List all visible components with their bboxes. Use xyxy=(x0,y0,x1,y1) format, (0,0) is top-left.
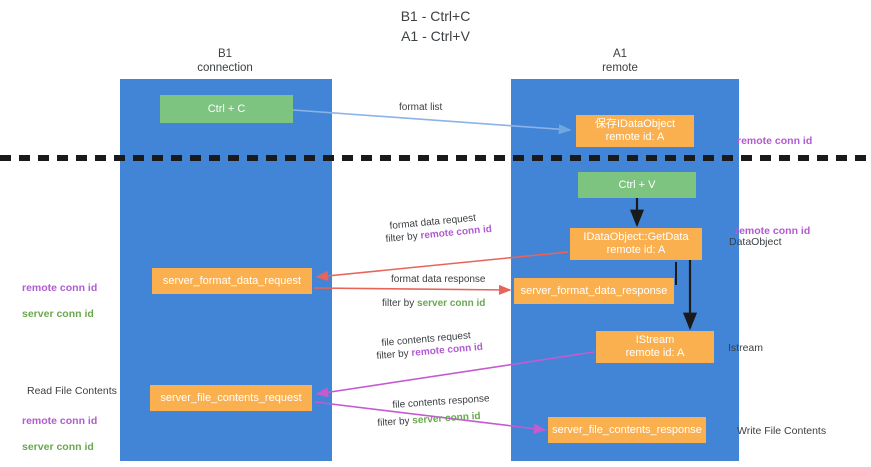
node-ctrl-v[interactable]: Ctrl + V xyxy=(578,172,696,198)
node-ctrl-c[interactable]: Ctrl + C xyxy=(160,95,293,123)
flow-label-file-contents-response-filter: filter by server conn id xyxy=(377,410,481,430)
diagram-title: B1 - Ctrl+C A1 - Ctrl+V xyxy=(400,8,471,44)
filter-prefix: filter by xyxy=(382,298,418,309)
annotation-server-conn-id: server conn id xyxy=(22,308,94,320)
filter-prefix: filter by xyxy=(376,347,412,362)
filter-prefix: filter by xyxy=(385,230,422,245)
label-dataobject: DataObject xyxy=(729,236,782,248)
annotation-conn-ids-left-bottom: remote conn id server conn id xyxy=(22,402,97,454)
annotation-text: remote conn id xyxy=(735,225,811,237)
annotation-remote-conn-id: remote conn id xyxy=(22,282,98,294)
label-istream: Istream xyxy=(728,342,764,354)
flow-label-file-contents-response: file contents response xyxy=(392,393,490,411)
node-idataobject-getdata[interactable]: IDataObject::GetData remote id: A xyxy=(570,228,702,260)
annotation-remote-conn-id-top: remote conn id xyxy=(737,122,812,148)
node-server-format-data-request[interactable]: server_format_data_request xyxy=(152,268,312,294)
annotation-remote-conn-id-mid: remote conn id xyxy=(735,212,810,238)
filter-key-server-conn-id: server conn id xyxy=(412,410,481,427)
lane-header-a1: A1 remote xyxy=(602,48,638,74)
node-server-file-contents-response[interactable]: server_file_contents_response xyxy=(548,417,706,443)
label-write-file-contents: Write File Contents xyxy=(737,425,827,437)
node-server-file-contents-request[interactable]: server_file_contents_request xyxy=(150,385,312,411)
node-istream[interactable]: IStream remote id: A xyxy=(596,331,714,363)
flow-label-format-data-response: format data response xyxy=(391,274,486,285)
annotation-text: remote conn id xyxy=(737,135,813,147)
annotation-remote-conn-id: remote conn id xyxy=(22,415,98,427)
lane-header-b1: B1 connection xyxy=(197,48,253,74)
node-save-idataobject[interactable]: 保存IDataObject remote id: A xyxy=(576,115,694,147)
phase-divider xyxy=(0,155,871,161)
flow-label-format-data-response-filter: filter by server conn id xyxy=(382,297,485,310)
annotation-server-conn-id: server conn id xyxy=(22,441,94,453)
label-read-file-contents: Read File Contents xyxy=(27,385,117,397)
annotation-conn-ids-left-top: remote conn id server conn id xyxy=(22,269,97,321)
node-server-format-data-response[interactable]: server_format_data_response xyxy=(514,278,674,304)
edge-format-data-response xyxy=(313,284,512,296)
filter-key-server-conn-id: server conn id xyxy=(417,298,486,309)
flow-label-format-list: format list xyxy=(399,102,443,113)
filter-prefix: filter by xyxy=(377,415,413,429)
